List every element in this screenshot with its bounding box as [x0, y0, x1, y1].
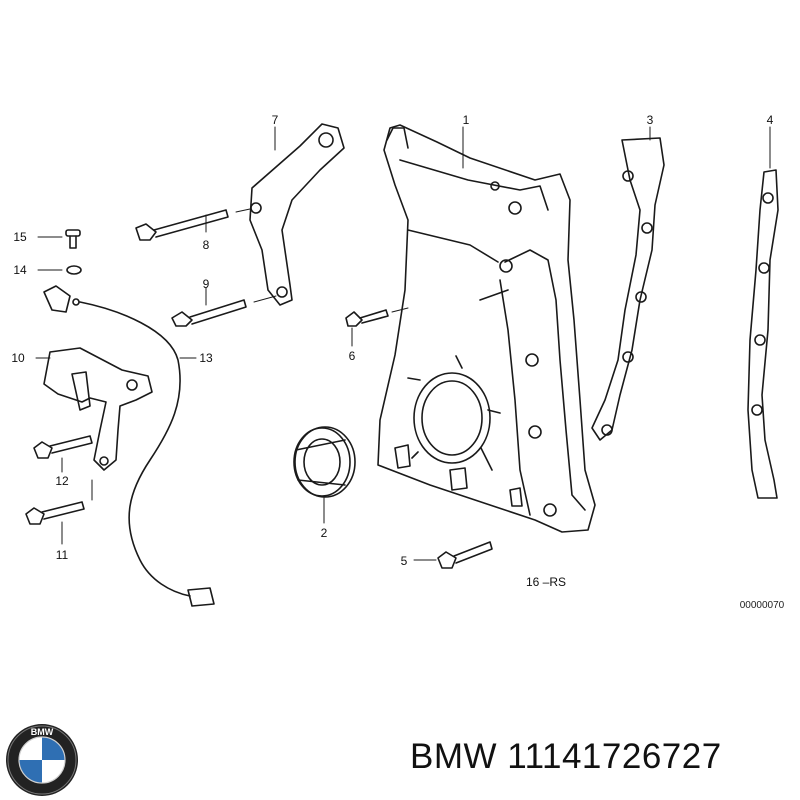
callout-6: 6 — [349, 349, 356, 363]
bolt-part-5 — [437, 541, 493, 569]
callout-2: 2 — [321, 526, 328, 540]
exploded-parts-diagram: 1 2 3 4 5 6 7 8 9 10 11 12 13 14 15 16 –… — [11, 113, 785, 611]
callout-15: 15 — [13, 230, 27, 244]
callout-7: 7 — [272, 113, 279, 127]
gasket-part-3 — [591, 137, 665, 441]
bolt-part-6 — [345, 307, 409, 327]
sensor-with-cable-part-13 — [43, 285, 215, 607]
sensor-bracket-part-10 — [43, 347, 153, 471]
washer-part-14 — [66, 265, 82, 275]
bolt-part-12 — [33, 435, 93, 459]
callout-3: 3 — [647, 113, 654, 127]
callout-10: 10 — [11, 351, 25, 365]
bolt-part-11 — [25, 501, 85, 525]
bolt-part-8 — [135, 208, 251, 241]
callout-8: 8 — [203, 238, 210, 252]
callout-16-rs: 16 –RS — [526, 575, 566, 589]
bracket-part-7 — [249, 123, 345, 306]
callout-4: 4 — [767, 113, 774, 127]
callout-11: 11 — [56, 548, 69, 562]
bmw-logo-lettering: BMW — [31, 727, 54, 737]
callout-14: 14 — [13, 263, 27, 277]
callout-5: 5 — [401, 554, 408, 568]
callout-12: 12 — [55, 474, 69, 488]
callout-13: 13 — [199, 351, 213, 365]
part-number: BMW 11141726727 — [410, 737, 722, 776]
gasket-part-4 — [747, 169, 779, 499]
bolt-part-9 — [171, 295, 277, 327]
callout-9: 9 — [203, 277, 210, 291]
screw-part-15 — [65, 229, 81, 249]
timing-cover-part-1 — [377, 124, 596, 533]
callout-1: 1 — [463, 113, 470, 127]
bmw-logo: BMW — [6, 724, 78, 796]
seal-ring-part-2 — [293, 426, 356, 498]
diagram-reference-number: 00000070 — [740, 600, 785, 611]
